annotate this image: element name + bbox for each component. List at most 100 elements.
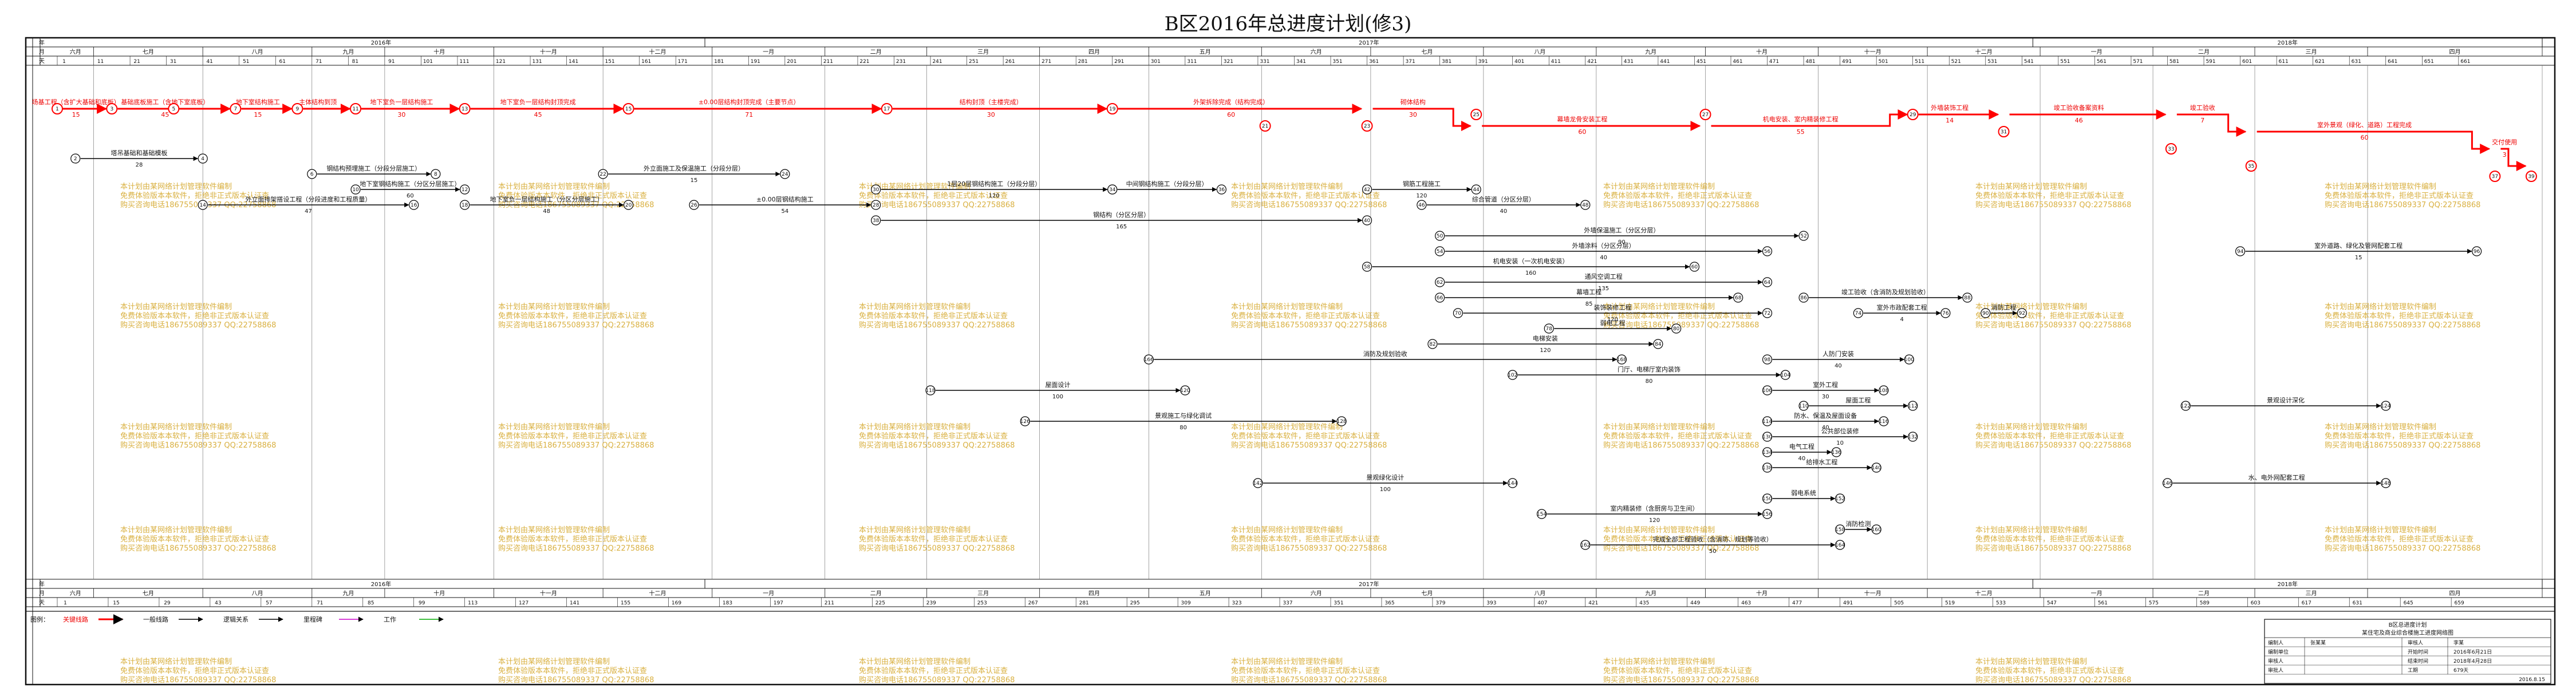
watermark-text: 免费体验版本本软件，拒绝非正式版本认证查 (2325, 311, 2474, 321)
activity-start-node (1107, 184, 1118, 195)
title-block-key: 审核人 (2408, 639, 2423, 646)
activity-node-number: 16 (411, 203, 417, 208)
activity-start-node (1762, 432, 1773, 442)
activity-node-number: 72 (1764, 311, 1770, 317)
activity-node-number: 52 (1800, 234, 1806, 239)
watermark-text: 免费体验版本本软件，拒绝非正式版本认证查 (1231, 432, 1380, 441)
legend-item-label: 里程碑 (303, 616, 322, 623)
watermark-text: 本计划由某网络计划管理软件编制 (120, 422, 232, 432)
critical-node (1699, 109, 1711, 120)
watermark-text: 本计划由某网络计划管理软件编制 (2325, 182, 2436, 191)
activity-node-number: 104 (1781, 373, 1790, 378)
footer-day-label: 603 (2251, 600, 2261, 606)
activity-node-number: 148 (2381, 481, 2390, 487)
footer-day-label: 29 (164, 600, 171, 606)
activity-node-number: 120 (1180, 388, 1190, 394)
activity-start-node (1508, 370, 1518, 380)
critical-activity-label: 外墙装饰工程 (1931, 104, 1969, 112)
title-block-key: 开始时间 (2408, 648, 2428, 655)
activity-node-number: 6 (310, 172, 314, 177)
activity-node-number: 22 (599, 172, 606, 177)
critical-activity-duration: 3 (2503, 151, 2507, 159)
activity-node-number: 116 (1879, 419, 1888, 425)
critical-node (106, 103, 118, 114)
header-year-label: 2017年 (1359, 39, 1379, 46)
activity-end-node (624, 200, 634, 210)
activity-node-number: 44 (1473, 187, 1480, 193)
critical-node-number: 35 (2248, 164, 2254, 169)
header-day-label: 631 (2352, 59, 2361, 65)
watermark-text: 本计划由某网络计划管理软件编制 (1603, 302, 1715, 311)
activity-start-node (2235, 246, 2246, 256)
critical-activity-duration: 15 (254, 111, 262, 118)
activity-node-number: 70 (1455, 311, 1462, 317)
header-day-label: 41 (206, 59, 212, 65)
legend-item-label: 关键线路 (63, 615, 88, 623)
title-block-value: 2016年6月21日 (2453, 648, 2492, 655)
critical-node (1998, 126, 2010, 137)
header-month-label: 三月 (977, 49, 989, 56)
activity-node-number: 28 (873, 203, 879, 208)
header-row-label: 天 (39, 58, 45, 65)
activity-start-node (1580, 540, 1591, 550)
header-day-label: 291 (1114, 59, 1124, 65)
activity-end-node (1216, 184, 1226, 195)
header-day-label: 201 (787, 59, 796, 65)
activity-label: 电梯安装 (1533, 334, 1558, 342)
footer-day-label: 113 (468, 600, 478, 606)
watermark-text: 本计划由某网络计划管理软件编制 (1975, 302, 2087, 311)
page-title: B区2016年总进度计划(修3) (1164, 13, 1412, 35)
header-month-label: 七月 (143, 49, 154, 56)
watermark-text: 免费体验版本本软件，拒绝非正式版本认证查 (1231, 666, 1380, 675)
activity-duration: 15 (2355, 255, 2362, 261)
header-day-label: 661 (2460, 59, 2470, 65)
activity-node-number: 24 (782, 172, 788, 177)
activity-label: 钢筋工程施工 (1403, 180, 1441, 188)
activity-node-number: 164 (1835, 543, 1845, 548)
activity-start-node (1435, 246, 1445, 256)
critical-activity-label: 结构封顶（主楼完成） (960, 98, 1023, 106)
activity-node-number: 100 (1904, 357, 1914, 363)
activity-start-node (1427, 339, 1438, 349)
activity-duration: 135 (1598, 286, 1609, 292)
activity-node-number: 68 (1735, 295, 1742, 301)
activity-end-node (1180, 385, 1190, 396)
critical-activity-arrow (1711, 109, 1908, 127)
activity-duration: 15 (691, 177, 698, 184)
header-day-label: 301 (1151, 59, 1161, 65)
footer-day-label: 127 (519, 600, 528, 606)
activity-duration: 120 (1540, 347, 1551, 354)
critical-node-number: 27 (1702, 112, 1709, 118)
activity-duration: 160 (1525, 270, 1536, 276)
header-day-label: 331 (1260, 59, 1269, 65)
header-day-label: 341 (1296, 59, 1306, 65)
activity-node-number: 106 (1762, 388, 1772, 394)
critical-node-number: 33 (2168, 147, 2174, 152)
watermark-text: 免费体验版本本软件，拒绝非正式版本认证查 (1603, 666, 1752, 675)
header-day-label: 371 (1406, 59, 1415, 65)
activity-label: 完成全部工程验收（含消防、规划等验收） (1653, 535, 1773, 543)
activity-label: 机电安装（一次机电安装） (1493, 257, 1568, 265)
activity-node-number: 14 (199, 203, 206, 208)
activity-node-number: 96 (2474, 249, 2480, 255)
critical-activity-label: 竣工验收备案资料 (2054, 104, 2104, 112)
critical-node-number: 1 (56, 106, 59, 112)
watermark-text: 免费体验版本本软件，拒绝非正式版本认证查 (859, 535, 1008, 544)
activity-node-number: 40 (1364, 218, 1371, 224)
activity-label: 屋面工程 (1845, 397, 1871, 404)
activity-end-node (1831, 447, 1841, 457)
header-month-label: 二月 (870, 49, 882, 56)
legend-item-label: 工作 (384, 616, 396, 623)
activity-start-node (1362, 184, 1372, 195)
activity-duration: 47 (305, 208, 312, 215)
critical-node (1470, 109, 1482, 120)
activity-duration: 60 (407, 193, 414, 199)
activity-node-number: 94 (2237, 249, 2244, 255)
critical-node (230, 103, 242, 114)
activity-node-number: 108 (1879, 388, 1888, 394)
activity-start-node (1435, 277, 1445, 287)
activity-label: 钢结构预埋施工（分段分层施工） (326, 164, 421, 172)
footer-day-label: 1 (64, 600, 67, 606)
activity-node-number: 128 (1336, 419, 1346, 425)
critical-node-number: 13 (461, 106, 468, 112)
